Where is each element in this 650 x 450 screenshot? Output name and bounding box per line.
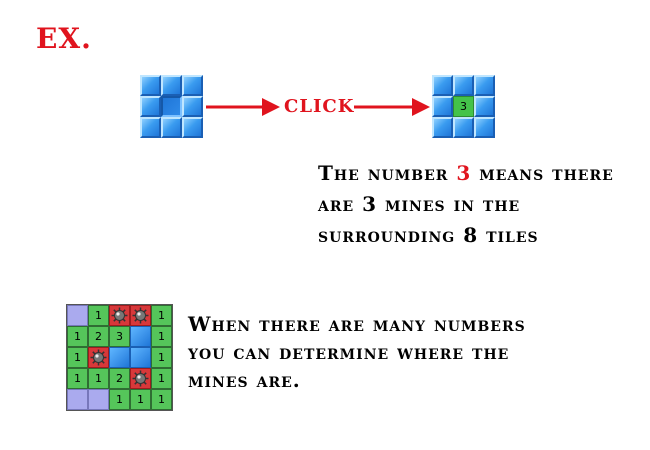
explanation-line-3: surrounding 8 tiles xyxy=(318,223,539,247)
explanation-text-2: When there are many numbers you can dete… xyxy=(188,310,628,394)
number-cell: 1 xyxy=(88,305,109,326)
arrow-right-icon xyxy=(206,98,280,116)
number-cell: 1 xyxy=(151,368,172,389)
selected-tile xyxy=(161,96,182,117)
mine-cell xyxy=(130,305,151,326)
unknown-cell xyxy=(67,305,88,326)
number-cell: 1 xyxy=(151,326,172,347)
number-cell: 1 xyxy=(151,305,172,326)
explanation2-line-2: you can determine where the xyxy=(188,340,510,364)
hidden-tile xyxy=(474,75,495,96)
hidden-tile xyxy=(182,75,203,96)
number-cell: 2 xyxy=(88,326,109,347)
hidden-tile xyxy=(140,75,161,96)
hidden-tile xyxy=(432,96,453,117)
mine-icon xyxy=(111,307,128,324)
explanation-text: The number 3 means there are 3 mines in … xyxy=(318,158,648,251)
mine-cell xyxy=(130,368,151,389)
mine-cell xyxy=(88,347,109,368)
example-grid-before xyxy=(140,75,203,138)
number-cell: 1 xyxy=(151,389,172,410)
hidden-tile xyxy=(453,117,474,138)
hidden-tile xyxy=(474,117,495,138)
number-cell: 1 xyxy=(88,368,109,389)
hidden-tile xyxy=(161,75,182,96)
number-cell: 1 xyxy=(67,347,88,368)
hidden-tile xyxy=(474,96,495,117)
mine-cell xyxy=(109,305,130,326)
unknown-cell xyxy=(67,389,88,410)
explanation-line-1: The number 3 means there xyxy=(318,158,648,189)
number-cell: 1 xyxy=(67,326,88,347)
arrow-right-icon xyxy=(354,98,430,116)
example-grid-after: 3 xyxy=(432,75,495,138)
click-label: CLICK xyxy=(284,96,355,117)
highlight-number: 3 xyxy=(456,161,472,185)
explanation2-line-1: When there are many numbers xyxy=(188,312,526,336)
number-cell: 1 xyxy=(151,347,172,368)
hidden-tile xyxy=(432,117,453,138)
number-cell: 1 xyxy=(67,368,88,389)
hidden-tile xyxy=(161,117,182,138)
number-cell: 1 xyxy=(130,389,151,410)
mine-icon xyxy=(90,349,107,366)
mine-icon xyxy=(132,370,149,387)
hidden-tile xyxy=(432,75,453,96)
explanation-prefix: The number xyxy=(318,161,457,185)
hidden-tile xyxy=(140,96,161,117)
number-cell: 2 xyxy=(109,368,130,389)
number-cell: 1 xyxy=(109,389,130,410)
number-cell: 3 xyxy=(109,326,130,347)
hidden-cell xyxy=(109,347,130,368)
hidden-tile xyxy=(182,117,203,138)
explanation2-line-3: mines are. xyxy=(188,368,301,392)
hidden-tile xyxy=(182,96,203,117)
page-title: EX. xyxy=(36,22,92,55)
mine-icon xyxy=(132,307,149,324)
hidden-cell xyxy=(130,347,151,368)
unknown-cell xyxy=(88,389,109,410)
hidden-tile xyxy=(453,75,474,96)
hidden-cell xyxy=(130,326,151,347)
explanation-suffix: means there xyxy=(471,161,614,185)
hidden-tile xyxy=(140,117,161,138)
explanation-line-2: are 3 mines in the xyxy=(318,192,521,216)
revealed-tile: 3 xyxy=(453,96,474,117)
